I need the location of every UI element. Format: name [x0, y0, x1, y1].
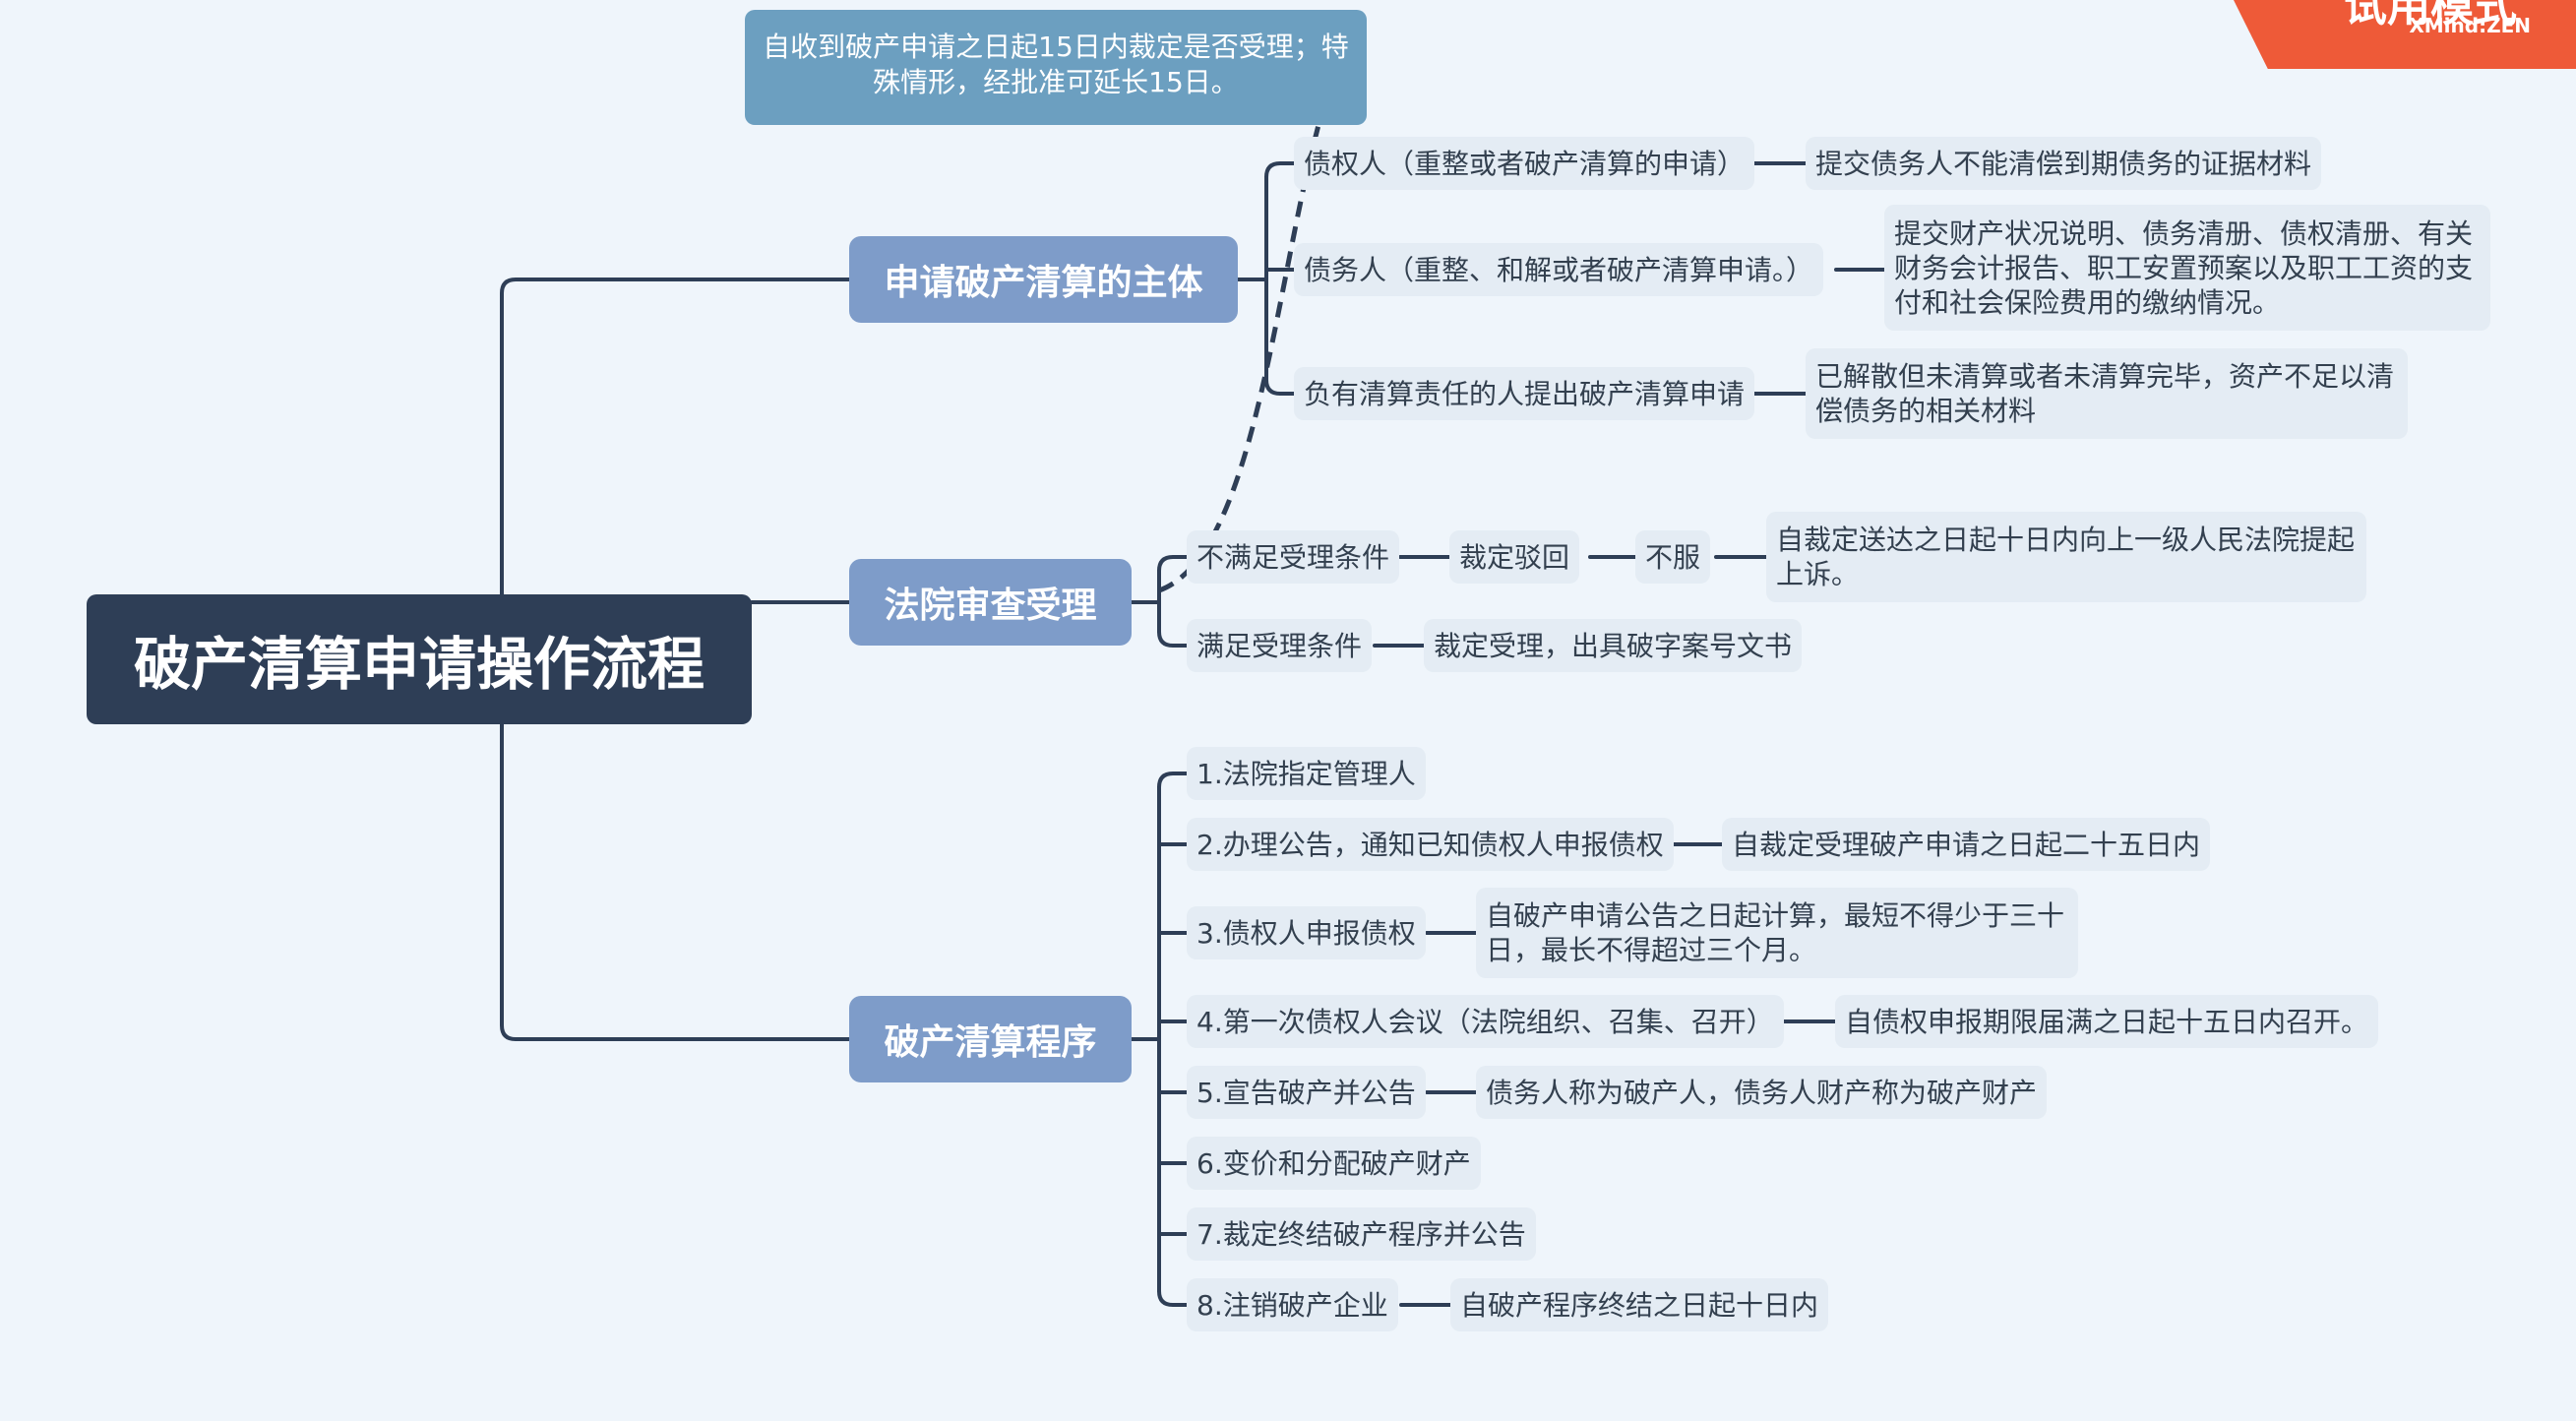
brand-name: XMind:ZEN — [2409, 14, 2531, 37]
step-8[interactable]: 8.注销破产企业 — [1187, 1278, 1398, 1331]
step-1[interactable]: 1.法院指定管理人 — [1187, 747, 1426, 800]
step-5[interactable]: 5.宣告破产并公告 — [1187, 1066, 1426, 1119]
subtopic-objection[interactable]: 不服 — [1635, 530, 1711, 584]
step-7[interactable]: 7.裁定终结破产程序并公告 — [1187, 1207, 1536, 1261]
root-topic[interactable]: 破产清算申请操作流程 — [87, 594, 752, 724]
step-2-detail[interactable]: 自裁定受理破产申请之日起二十五日内 — [1722, 818, 2211, 871]
subtopic-ruling-reject[interactable]: 裁定驳回 — [1449, 530, 1580, 584]
subtopic-unmet-conditions[interactable]: 不满足受理条件 — [1187, 530, 1400, 584]
topic-liquidation-procedure[interactable]: 破产清算程序 — [849, 996, 1132, 1082]
step-3-detail[interactable]: 自破产申请公告之日起计算，最短不得少于三十日，最长不得超过三个月。 — [1476, 888, 2078, 978]
detail-liquidation-materials[interactable]: 已解散但未清算或者未清算完毕，资产不足以清偿债务的相关材料 — [1806, 348, 2408, 439]
topic-court-review[interactable]: 法院审查受理 — [849, 559, 1132, 646]
subtopic-liquidation-responsible[interactable]: 负有清算责任的人提出破产清算申请 — [1294, 367, 1755, 420]
subtopic-ruling-accept[interactable]: 裁定受理，出具破字案号文书 — [1424, 619, 1803, 672]
step-5-detail[interactable]: 债务人称为破产人，债务人财产称为破产财产 — [1476, 1066, 2048, 1119]
detail-creditor-evidence[interactable]: 提交债务人不能清偿到期债务的证据材料 — [1806, 137, 2322, 190]
detail-appeal-deadline[interactable]: 自裁定送达之日起十日内向上一级人民法院提起上诉。 — [1766, 512, 2366, 602]
detail-debtor-materials[interactable]: 提交财产状况说明、债务清册、债权清册、有关财务会计报告、职工安置预案以及职工工资… — [1884, 205, 2490, 331]
step-8-detail[interactable]: 自破产程序终结之日起十日内 — [1450, 1278, 1829, 1331]
callout-note[interactable]: 自收到破产申请之日起15日内裁定是否受理；特殊情形，经批准可延长15日。 — [745, 10, 1367, 125]
brand-watermark: 试用模式 — [2344, 0, 2517, 31]
brand-badge: 试用模式 XMind:ZEN — [2234, 0, 2576, 69]
step-4-detail[interactable]: 自债权申报期限届满之日起十五日内召开。 — [1835, 995, 2379, 1048]
subtopic-met-conditions[interactable]: 满足受理条件 — [1187, 619, 1373, 672]
step-2[interactable]: 2.办理公告，通知已知债权人申报债权 — [1187, 818, 1674, 871]
step-3[interactable]: 3.债权人申报债权 — [1187, 906, 1426, 959]
step-6[interactable]: 6.变价和分配破产财产 — [1187, 1137, 1481, 1190]
topic-applicant-subject[interactable]: 申请破产清算的主体 — [849, 236, 1238, 323]
subtopic-debtor[interactable]: 债务人（重整、和解或者破产清算申请。） — [1294, 243, 1824, 296]
subtopic-creditor[interactable]: 债权人（重整或者破产清算的申请） — [1294, 137, 1755, 190]
step-4[interactable]: 4.第一次债权人会议（法院组织、召集、召开） — [1187, 995, 1784, 1048]
